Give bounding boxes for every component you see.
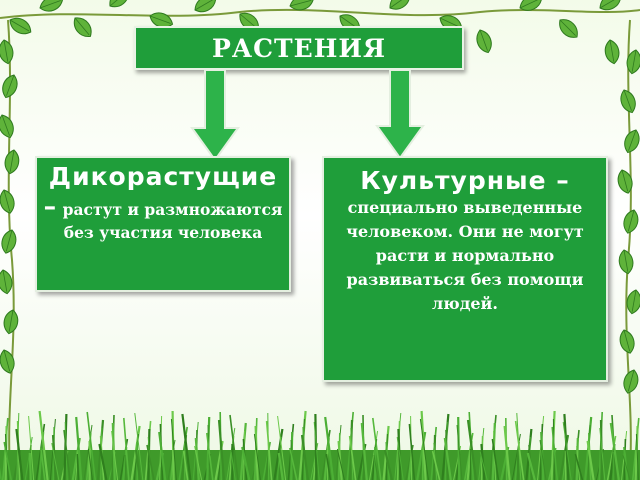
grass-blade — [634, 425, 639, 480]
cultivated-plants-term: Культурные – — [360, 166, 570, 195]
arrow-down-icon — [375, 70, 425, 160]
grass-blade — [229, 414, 239, 480]
grass-blade — [158, 431, 167, 480]
grass-blade — [599, 427, 606, 480]
grass-blade — [464, 432, 474, 480]
grass-blade — [622, 454, 631, 480]
grass-blade — [537, 415, 545, 480]
grass-blade — [443, 437, 452, 480]
grass-blade — [28, 452, 32, 480]
grass-blade — [289, 447, 298, 480]
grass-blade — [111, 430, 119, 480]
grass-blade — [635, 433, 639, 480]
grass-blade — [372, 417, 382, 480]
grass-blade — [277, 452, 284, 480]
grass-blade — [265, 420, 273, 480]
grass-blade — [63, 429, 71, 480]
grass-icon — [0, 410, 640, 480]
grass-blade — [124, 454, 127, 480]
grass-blade — [408, 423, 416, 480]
grass-blade — [300, 434, 310, 480]
wild-plants-term: Дикорастущие – — [43, 162, 278, 221]
wild-plants-box: Дикорастущие – растут и размножаются без… — [35, 156, 291, 292]
grass-blade — [262, 441, 271, 480]
grass-blade — [146, 444, 155, 480]
grass-blade — [453, 445, 462, 480]
grass-blade — [206, 432, 214, 480]
grass-blade — [134, 449, 142, 480]
grass-blade — [606, 435, 617, 480]
page-title: РАСТЕНИЯ — [211, 33, 386, 63]
grass-blade — [562, 421, 572, 480]
grass-blade — [38, 410, 49, 480]
grass-blade — [558, 434, 570, 480]
grass-blade — [609, 422, 620, 480]
grass-blade — [348, 435, 357, 480]
grass-blade — [230, 451, 236, 480]
cultivated-plants-description: специально выведенные человеком. Они не … — [346, 198, 584, 313]
grass-blade — [123, 417, 130, 480]
grass-blade — [396, 436, 404, 480]
grass-blade — [51, 442, 60, 480]
grass-blade — [83, 424, 93, 480]
grass-blade — [28, 415, 35, 480]
grass-blade — [76, 453, 80, 480]
grass-blade — [325, 453, 332, 480]
grass-blade — [574, 453, 584, 480]
grass-blade — [503, 425, 511, 480]
grass-blade — [87, 448, 93, 480]
grass-blade — [277, 415, 287, 480]
grass-blade — [170, 418, 177, 480]
grass-blade — [405, 444, 414, 480]
grass-blade — [466, 419, 478, 480]
grass-blade — [98, 443, 108, 480]
grass-blade — [550, 410, 556, 480]
grass-blade — [373, 454, 379, 480]
grass-blade — [416, 431, 427, 480]
grass-blade — [313, 421, 320, 480]
grass-blade — [226, 427, 236, 480]
grass-blade — [479, 451, 488, 480]
grass-blade — [310, 442, 319, 480]
grass-blade — [551, 426, 558, 480]
grass-blade — [526, 452, 536, 480]
grass-blade — [134, 412, 144, 480]
grass-blade — [75, 416, 83, 480]
grass-blade — [241, 446, 251, 480]
grass-blade — [511, 433, 521, 480]
grass-blade — [0, 467, 2, 480]
grass-blade — [24, 436, 33, 480]
grass-blade — [181, 413, 192, 480]
grass-blade — [394, 412, 402, 480]
grass-blade — [217, 419, 226, 480]
grass-blade — [539, 439, 547, 480]
grass-blade — [253, 433, 261, 480]
grass-blade — [456, 424, 463, 480]
grass-blade — [419, 418, 429, 480]
cultivated-plants-box: Культурные – специально выведенные челов… — [322, 156, 608, 382]
grass-blade — [194, 445, 203, 480]
grass-blade — [336, 448, 345, 480]
grass-blade — [35, 423, 46, 480]
title-box: РАСТЕНИЯ — [134, 26, 464, 70]
grass-blade — [3, 441, 12, 480]
grass-blade — [586, 440, 595, 480]
grass-blade — [86, 411, 96, 480]
grass-blade — [360, 422, 368, 480]
grass-blade — [514, 420, 525, 480]
arrow-down-icon — [190, 70, 240, 162]
wild-plants-description: растут и размножаются без участия челове… — [62, 200, 283, 242]
grass-blade — [182, 450, 189, 480]
grass-blade — [491, 438, 500, 480]
grass-blade — [119, 438, 129, 480]
grass-blade — [383, 449, 394, 480]
grass-blade — [40, 447, 46, 480]
grass-blade — [431, 450, 441, 480]
grass-blade — [324, 416, 335, 480]
grass-blade — [167, 439, 176, 480]
grass-blade — [15, 428, 24, 480]
